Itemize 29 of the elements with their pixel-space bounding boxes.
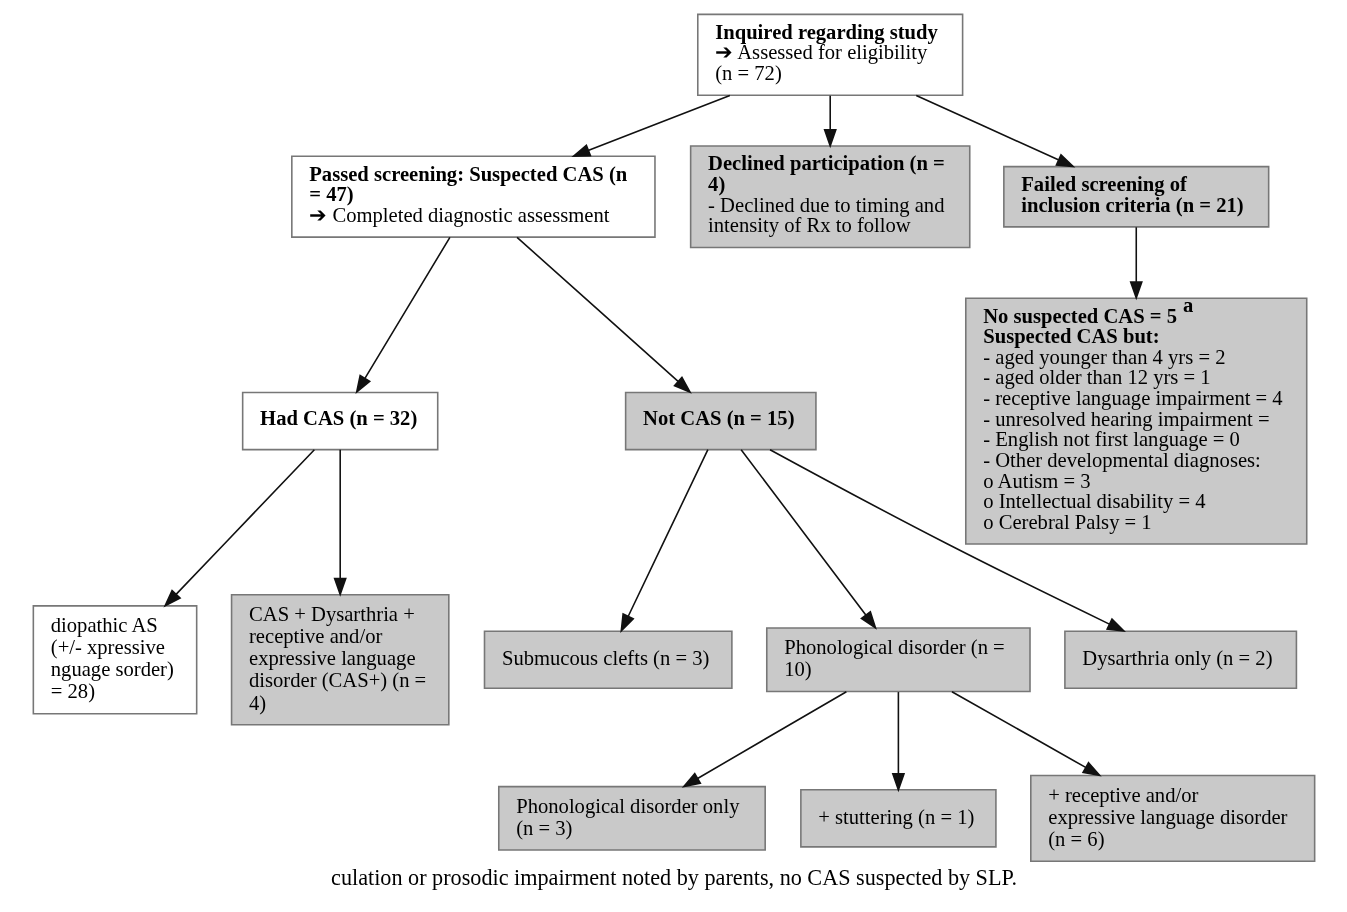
arrow <box>914 94 1075 168</box>
arrow <box>768 448 1126 633</box>
node-box: Failed screening of inclusion criteria (n = 21) <box>1002 165 1269 228</box>
node-box: diopathic AS (+/- xpressive nguage sorder) = 28) <box>32 605 197 715</box>
arrow <box>681 690 847 788</box>
node-box: + stuttering (n = 1) <box>799 789 997 848</box>
arrow <box>162 448 315 608</box>
arrow <box>739 448 877 630</box>
node-box: Not CAS (n = 15) <box>624 391 817 451</box>
node-box: Phonological disorder only (n = 3) <box>497 785 766 851</box>
arrow <box>891 691 905 793</box>
arrow <box>619 448 709 633</box>
arrow <box>333 448 347 597</box>
node-box: Phonological disorder (n = 10) <box>765 627 1031 693</box>
arrow <box>823 94 837 149</box>
arrow <box>950 690 1102 777</box>
node-box: CAS + Dysarthria + receptive and/or expressive language disorder (CAS+) (n = 4) <box>230 593 450 726</box>
node-box: Declined participation (n = 4) - Declined due to timing and intensity of Rx to follow <box>689 145 971 249</box>
arrow <box>515 236 692 394</box>
node-box: Passed screening: Suspected CAS (n = 47) ➔ Completed diagnostic assessment <box>290 155 656 238</box>
arrow <box>1129 226 1143 301</box>
arrow <box>570 94 731 158</box>
node-box: Submucous clefts (n = 3) <box>483 630 733 690</box>
caption: culation or prosodic impairment noted by parents, no CAS suspected by SLP. <box>330 865 1017 891</box>
node-box: Inquired regarding study ➔ Assessed for eligibility (n = 72) <box>696 13 963 97</box>
node-box: Dysarthria only (n = 2) <box>1063 630 1297 690</box>
node-box: Had CAS (n = 32) <box>241 391 438 451</box>
arrow <box>355 236 451 395</box>
node-box: + receptive and/or expressive language disorder (n = 6) <box>1029 774 1315 862</box>
